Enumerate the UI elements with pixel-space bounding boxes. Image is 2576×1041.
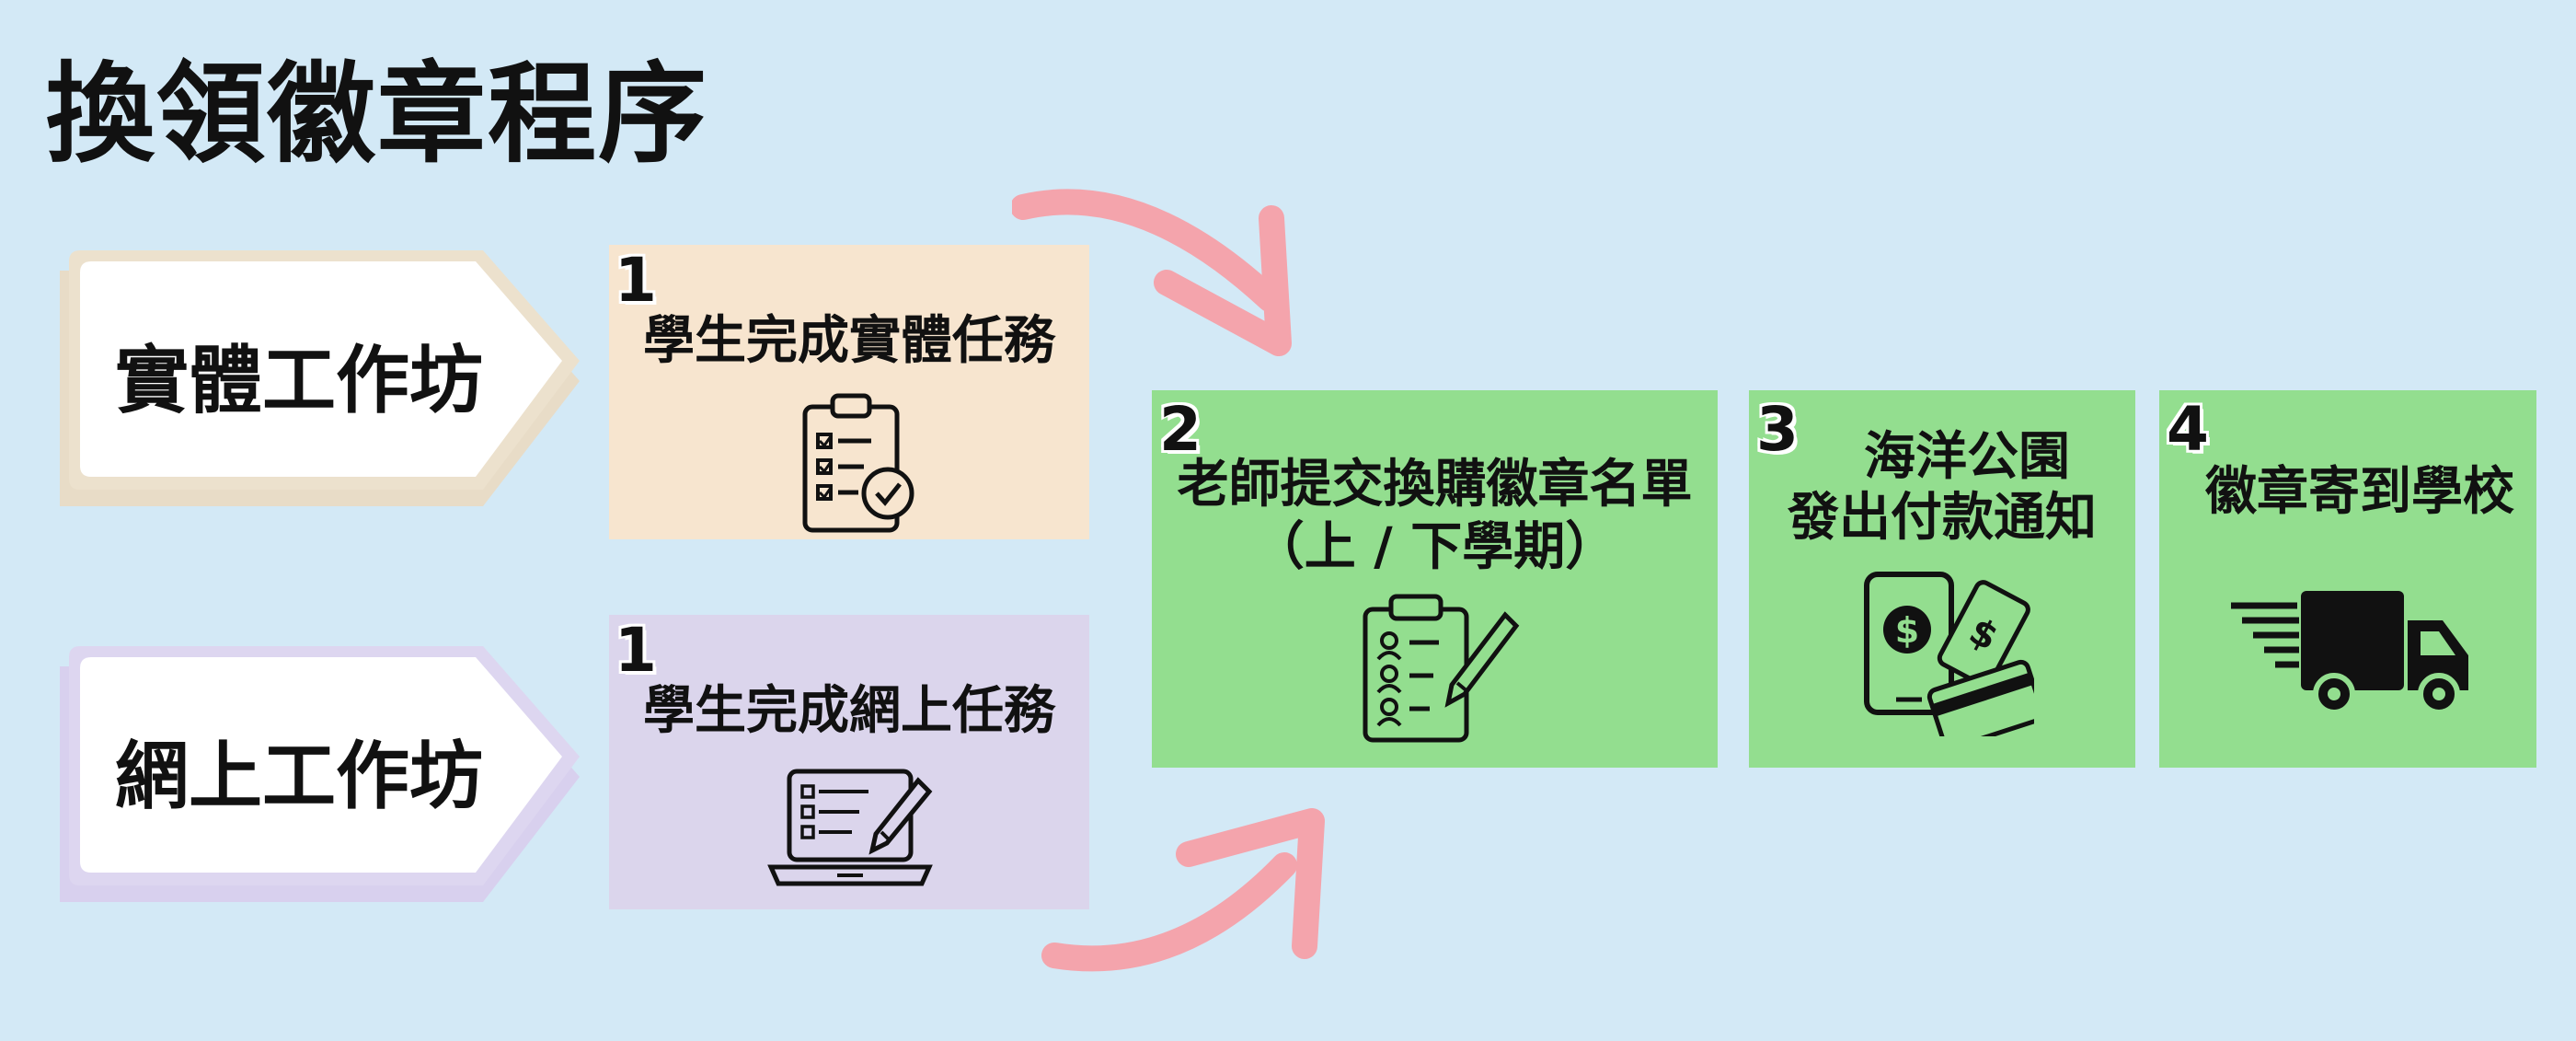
workshop-online-label: 網上工作坊 bbox=[115, 734, 483, 819]
diagram-title: 換領徽章程序 bbox=[46, 51, 709, 178]
step-number: 2 bbox=[1159, 394, 1202, 465]
connector-arrow-top bbox=[1012, 189, 1292, 356]
delivery-truck-icon bbox=[2231, 591, 2468, 714]
step-box-teacher-submit: 2 老師提交換購徽章名單 （上 / 下學期） bbox=[1152, 390, 1718, 768]
svg-text:$: $ bbox=[1895, 610, 1919, 651]
step-number: 1 bbox=[615, 245, 657, 316]
step-box-payment-notice: 3 海洋公園 發出付款通知 $ $ bbox=[1749, 390, 2135, 768]
step-text-line: 發出付款通知 bbox=[1788, 488, 2097, 548]
step-text-line: 海洋公園 bbox=[1864, 427, 2070, 487]
step-number: 1 bbox=[615, 615, 657, 686]
workshop-physical: 實體工作坊 bbox=[41, 241, 584, 517]
clipboard-list-icon bbox=[1363, 594, 1520, 743]
step-box-physical-task: 1 學生完成實體任務 bbox=[609, 245, 1089, 539]
physical-arrow-shape bbox=[60, 250, 580, 506]
step-text-line: （上 / 下學期） bbox=[1252, 517, 1617, 577]
step-number: 4 bbox=[2167, 394, 2209, 465]
step-text-line: 學生完成網上任務 bbox=[643, 681, 1055, 741]
workshop-online: 網上工作坊 bbox=[41, 637, 584, 913]
workshop-physical-label: 實體工作坊 bbox=[115, 338, 483, 423]
step-number: 3 bbox=[1756, 394, 1799, 465]
step-box-badge-delivery: 4 徽章寄到學校 bbox=[2159, 390, 2536, 768]
step-text-line: 徽章寄到學校 bbox=[2205, 462, 2514, 522]
step-box-online-task: 1 學生完成網上任務 bbox=[609, 615, 1089, 909]
step-text-line: 老師提交換購徽章名單 bbox=[1177, 455, 1693, 515]
clipboard-check-icon bbox=[802, 393, 914, 533]
online-arrow-shape bbox=[60, 646, 580, 902]
step-text-line: 學生完成實體任務 bbox=[643, 311, 1055, 371]
phone-payment-icon: $ $ bbox=[1864, 572, 2034, 736]
laptop-form-icon bbox=[767, 769, 933, 886]
connector-arrow-bottom bbox=[1041, 808, 1325, 972]
